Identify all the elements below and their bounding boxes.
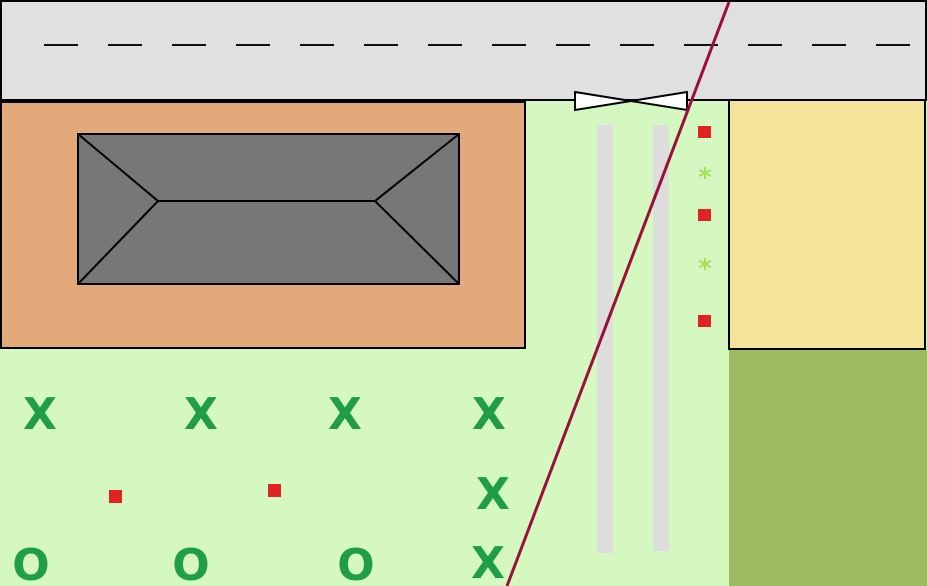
red-square-icon <box>698 315 711 327</box>
x-marker-icon: X <box>328 389 362 440</box>
diagonal-boundary-line <box>505 1 731 586</box>
red-square-icon <box>268 484 281 497</box>
x-marker-icon: X <box>476 469 510 520</box>
road <box>0 0 927 101</box>
x-marker-icon: X <box>184 389 218 440</box>
bowtie-valve-icon <box>574 90 688 112</box>
star-icon: * <box>698 163 712 193</box>
o-marker-icon: O <box>172 540 209 586</box>
driveway-strip-left <box>597 125 613 553</box>
red-square-icon <box>698 126 711 138</box>
o-marker-icon: O <box>337 540 374 586</box>
star-icon: * <box>698 254 712 284</box>
yellow-lot <box>728 99 926 350</box>
driveway-strip-right <box>653 125 669 551</box>
red-square-icon <box>698 209 711 221</box>
red-square-icon <box>109 490 122 503</box>
x-marker-icon: X <box>472 389 506 440</box>
x-marker-icon: X <box>23 389 57 440</box>
x-marker-icon: X <box>471 538 505 586</box>
o-marker-icon: O <box>12 540 49 586</box>
house-roof <box>77 133 460 285</box>
olive-field <box>729 350 927 586</box>
